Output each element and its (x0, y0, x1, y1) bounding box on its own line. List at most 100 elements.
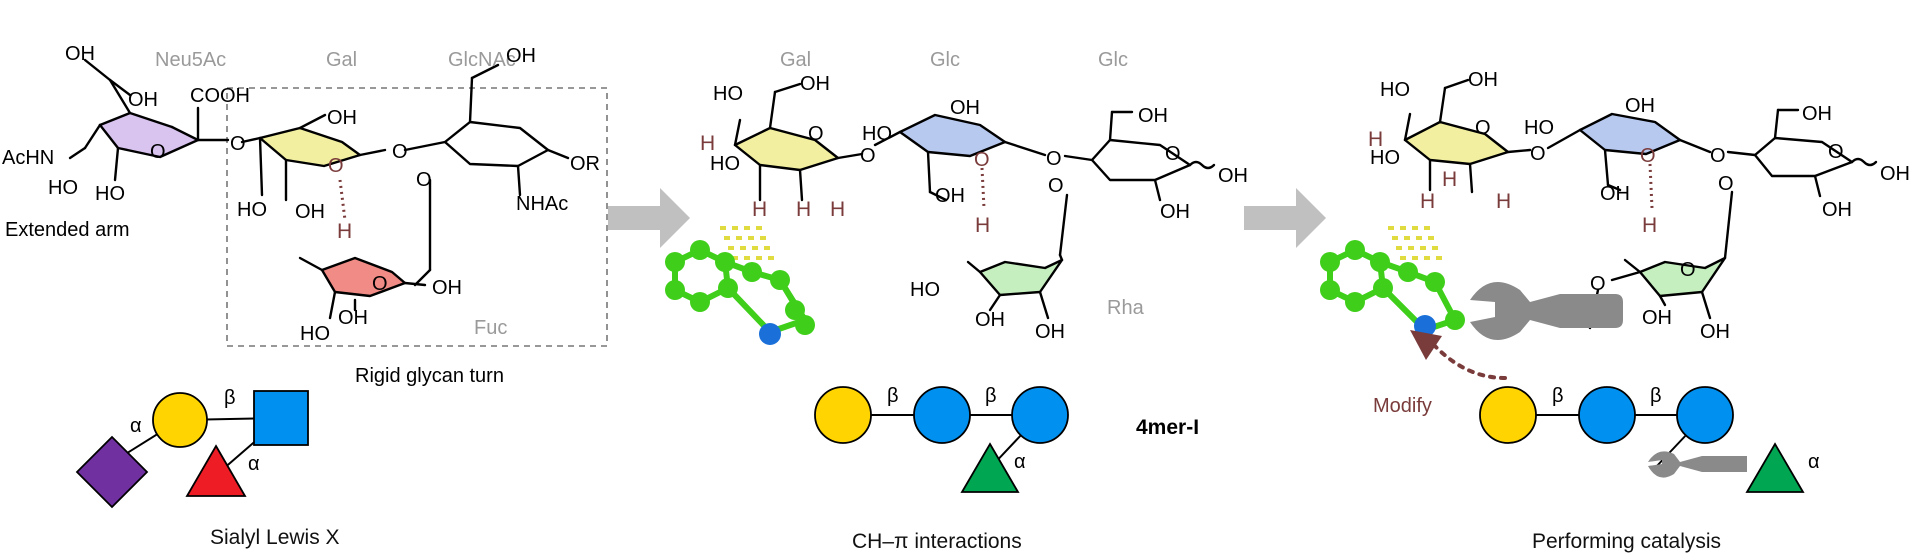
rha-symbol (1745, 442, 1805, 493)
hydrogen-label: H (700, 132, 715, 155)
group-label: O (1475, 117, 1491, 139)
group-label: OH (1138, 105, 1168, 127)
bond (1058, 253, 1064, 262)
modify-arrowhead (1410, 330, 1442, 360)
bond (413, 268, 432, 287)
bond (83, 123, 102, 150)
linkage-label: α (130, 415, 142, 437)
bond (516, 164, 522, 197)
gal-ring-fill (735, 128, 838, 170)
group-label: O (1640, 145, 1656, 167)
group-label: O (860, 145, 876, 167)
fucose-symbol (185, 444, 247, 497)
group-label: HO (1524, 117, 1554, 139)
bond (1813, 174, 1822, 198)
bond (1606, 183, 1622, 192)
process-arrow (608, 188, 690, 248)
bond (468, 76, 474, 124)
rha-ring-fill (980, 260, 1062, 295)
group-label: OH (1625, 95, 1655, 117)
wrench-icon (1470, 282, 1623, 340)
bond (1108, 110, 1114, 142)
indole-model (1320, 240, 1465, 337)
group-label: O (150, 141, 166, 163)
group-label: OH (1160, 201, 1190, 223)
linkage-label: β (1552, 385, 1564, 407)
bond (873, 130, 902, 147)
linkage-label: β (224, 387, 236, 409)
group-label: O (1046, 148, 1062, 170)
glcnac-symbol (253, 390, 309, 446)
group-label: OH (1468, 69, 1498, 91)
group-label: OH (65, 43, 95, 65)
bond (733, 118, 742, 147)
bond (768, 90, 777, 130)
group-label: OH (128, 89, 158, 111)
bond (298, 256, 324, 272)
process-arrow (1244, 188, 1326, 248)
bond (1623, 258, 1642, 274)
bond (1188, 160, 1216, 170)
gal-ring-fill (260, 128, 360, 166)
sugar-name: Neu5Ac (155, 49, 226, 71)
neu5ac-ring-fill (100, 113, 198, 157)
group-label: OH (1802, 103, 1832, 125)
bond (1603, 148, 1610, 187)
group-label: HO (237, 199, 267, 221)
bond (1546, 128, 1582, 150)
bond (108, 78, 132, 115)
group-label: HO (710, 153, 740, 175)
bond (1153, 178, 1162, 202)
group-label: O (416, 169, 432, 191)
group-label: O (1710, 145, 1726, 167)
bond (546, 148, 570, 160)
glc-symbol (1578, 386, 1636, 444)
bond (1038, 290, 1050, 320)
group-label: NHAc (516, 193, 568, 215)
bond (1726, 150, 1757, 157)
bond (1443, 78, 1470, 90)
hydrogen-label: H (1420, 190, 1435, 213)
glc-symbol (913, 386, 971, 444)
bond (470, 63, 500, 80)
compound-name: 4mer-I (1136, 416, 1199, 439)
rigid-turn-label: Rigid glycan turn (355, 365, 504, 387)
group-label: OR (570, 153, 600, 175)
ch-pi-dots (720, 226, 774, 260)
group-label: OH (1700, 321, 1730, 343)
modify-arrow (1431, 342, 1507, 380)
wrench-icon (1648, 451, 1747, 478)
group-label: OH (1880, 163, 1910, 185)
group-label: O (1530, 143, 1546, 165)
sugar-name: Fuc (474, 317, 507, 339)
bond (83, 58, 112, 82)
group-label: O (808, 123, 824, 145)
group-label: O (1165, 143, 1181, 165)
neu5ac-symbol (75, 435, 149, 509)
hydrogen-label: H (796, 198, 811, 221)
group-label: OH (1035, 321, 1065, 343)
gal-symbol (814, 386, 872, 444)
hydrogen-label: H (1496, 190, 1511, 213)
hydrogen-label: H (337, 220, 352, 243)
sugar-name: Gal (780, 49, 811, 71)
group-label: OH (327, 107, 357, 129)
hydrogen-label: H (752, 198, 767, 221)
bond (1506, 148, 1532, 154)
gal-ring-fill (1405, 122, 1508, 164)
group-label: O (974, 149, 990, 171)
linkage-label: β (1650, 385, 1662, 407)
bond (108, 78, 132, 97)
sugar-name: Glc (930, 49, 960, 71)
bond (1658, 294, 1667, 307)
bond (403, 281, 427, 287)
bond (1468, 162, 1474, 194)
indole-model (665, 240, 815, 345)
panel-catalysis: Modify HO OH H HO O H H H O HO OH O OH O… (1320, 69, 1910, 553)
bond (1438, 86, 1447, 124)
gal-symbol (1479, 386, 1537, 444)
group-label: O (372, 273, 388, 295)
group-label: OH (432, 277, 462, 299)
gal-symbol (152, 392, 208, 448)
bond (240, 136, 262, 144)
